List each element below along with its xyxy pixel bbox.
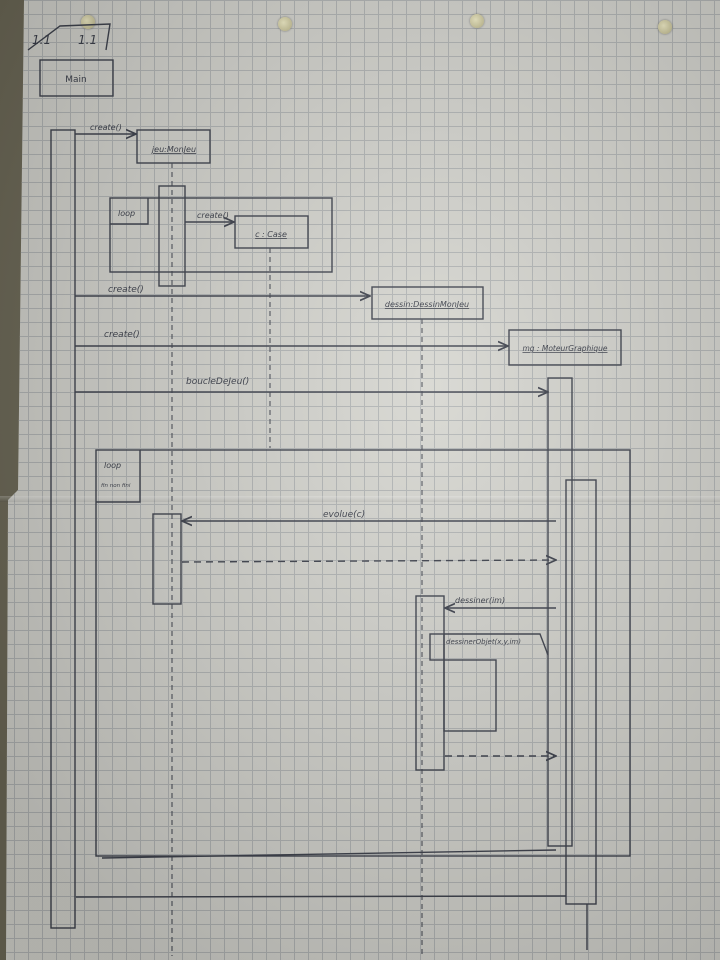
self-call-top <box>444 633 549 656</box>
object-main <box>39 59 114 97</box>
drawing-activation <box>415 595 445 771</box>
message-dessiner-objet-label: dessinerObjet(x,y,im) <box>446 638 521 646</box>
message-evolue-label: evolue(c) <box>323 510 365 520</box>
message-dessiner-label: dessiner(im) <box>455 596 505 605</box>
corner-label-right: 1.1 <box>78 33 97 47</box>
message-create-game-label: create() <box>90 123 122 132</box>
object-main-label: Main <box>65 75 87 85</box>
engine-activation-outer <box>565 479 597 905</box>
object-drawing-label: dessin:DessinMonJeu <box>385 300 469 309</box>
message-boucle-label: boucleDeJeu() <box>186 377 249 387</box>
punch-hole <box>658 20 672 34</box>
object-game-label: jeu:MonJeu <box>151 145 196 154</box>
message-create-engine-label: create() <box>104 330 140 340</box>
fragment-loop-1-label: loop <box>118 209 135 218</box>
fragment-loop-1-tab <box>110 198 149 225</box>
engine-activation <box>547 377 573 847</box>
message-evolue-return <box>181 560 556 562</box>
fragment-loop-2-label: loop <box>104 461 121 470</box>
main-activation <box>50 129 76 929</box>
punch-hole <box>278 17 292 31</box>
punch-hole <box>470 14 484 28</box>
corner-mark <box>27 23 111 51</box>
object-engine-label: mg : MoteurGraphique <box>522 344 607 353</box>
object-drawing <box>371 286 484 320</box>
message-create-drawing-label: create() <box>108 285 144 295</box>
message-boucle-return <box>75 895 567 898</box>
self-call-box <box>443 659 497 732</box>
game-activation <box>158 185 186 287</box>
object-case-label: c : Case <box>255 230 287 239</box>
fragment-loop-2 <box>95 449 631 857</box>
self-call-activation <box>429 633 445 661</box>
fragment-loop-2-guard: fin non fini <box>101 483 131 489</box>
paper-fold <box>0 496 720 502</box>
loop-return-line <box>101 849 557 859</box>
corner-label-left: 1.1 <box>32 33 51 47</box>
object-case <box>234 215 309 249</box>
fragment-loop-2-tab <box>96 450 141 503</box>
game-evolve-activation <box>152 513 182 605</box>
fragment-loop-1 <box>109 197 333 273</box>
object-game <box>136 129 211 164</box>
object-engine <box>508 329 622 366</box>
message-create-case-label: create() <box>197 211 229 220</box>
